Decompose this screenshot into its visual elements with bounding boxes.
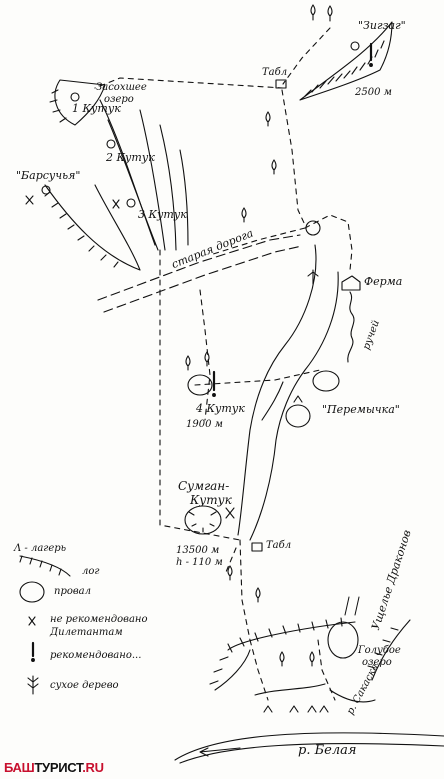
legend-not-recommended-1: не рекомендовано	[50, 614, 148, 625]
label-sumgan-1: Сумган-	[178, 479, 230, 493]
brand-logo[interactable]: БАШТУРИСТ.RU	[4, 760, 104, 775]
camp-icons-basin	[263, 705, 329, 713]
trails	[94, 27, 353, 701]
label-belaya: р. Белая	[298, 743, 357, 758]
brand-part3: .RU	[82, 760, 104, 775]
proval-icon-sumgan	[184, 505, 222, 535]
brand-part2: ТУРИСТ	[34, 760, 83, 775]
label-dry-lake-1: Засохшее	[96, 82, 147, 93]
tree-icons-top	[310, 4, 333, 22]
kutuk2-icon	[106, 139, 116, 149]
zigzag-gully	[299, 21, 393, 101]
label-kutuk1: 1 Кутук	[72, 102, 121, 115]
legend-recommended: рекомендовано...	[50, 650, 142, 661]
kutuk4-area	[185, 351, 216, 397]
zigzag-cave-icon	[350, 41, 360, 51]
sumgan-area	[184, 505, 235, 535]
proval-icon-peremychka-2	[285, 404, 311, 428]
label-tabl-bottom: Табл	[266, 540, 292, 551]
label-dry-lake-2: озеро	[104, 94, 134, 105]
legend-x-icon	[28, 616, 36, 626]
old-road	[97, 234, 303, 313]
legend-proval-icon	[19, 581, 45, 603]
label-peremychka: "Перемычка"	[322, 403, 400, 416]
not-recommended-mark-kutuk3	[112, 199, 120, 209]
tree-icons-bottom	[227, 111, 277, 603]
footer: БАШТУРИСТ.RU	[0, 753, 444, 779]
label-depth-zigzag: 2500 м	[355, 87, 392, 98]
kutuk1-icon	[70, 92, 80, 102]
label-ferma: Ферма	[364, 275, 403, 288]
label-depth-sumgan-2: h - 110 м	[176, 557, 223, 568]
main-valley	[237, 244, 339, 541]
camp-icon-peremychka	[293, 395, 303, 403]
barsuchya-gully	[25, 184, 141, 271]
proval-icon-top	[305, 220, 321, 236]
not-recommended-mark-barsuchya	[25, 195, 34, 205]
proval-icon-peremychka-1	[312, 370, 340, 392]
kutuk3-icon	[126, 198, 136, 208]
dry-tree-icon-valley	[307, 269, 319, 285]
label-depth-sumgan-1: 13500 м	[176, 545, 220, 556]
peremychka-area	[285, 370, 340, 428]
label-depth-kutuk4: 1900 м	[186, 419, 223, 430]
legend-not-recommended-2: Дилетантам	[50, 627, 123, 638]
lower-basin	[209, 596, 411, 713]
legend-dry-tree-icon	[27, 675, 39, 695]
label-blue-lake-2: озеро	[362, 657, 392, 668]
proval-icon-kutuk4	[187, 374, 213, 396]
blue-lake-icon	[327, 621, 359, 659]
tabl-sign-bottom	[251, 542, 263, 552]
label-kutuk4: 4 Кутук	[196, 402, 245, 415]
barsuchya-icon	[41, 185, 51, 195]
label-tabl-top: Табл	[262, 67, 288, 78]
brand-part1: БАШ	[4, 760, 35, 775]
legend-proval: провал	[54, 586, 92, 597]
label-zigzag: "Зигзаг"	[358, 19, 406, 32]
label-kutuk3: 3 Кутук	[138, 208, 187, 221]
not-recommended-mark-sumgan	[225, 507, 235, 519]
legend-symbols	[19, 555, 71, 695]
ferma-and-stream	[305, 220, 361, 363]
kutuk-gullies	[49, 79, 189, 251]
label-blue-lake-1: Голубое	[358, 645, 401, 656]
legend-dry-tree: сухое дерево	[50, 680, 119, 691]
ferma-house-icon	[341, 275, 361, 291]
legend-log: лог	[82, 566, 100, 577]
legend-camp: Λ - лагерь	[14, 543, 67, 554]
label-sumgan-2: Кутук	[190, 493, 232, 507]
label-kutuk2: 2 Кутук	[106, 151, 155, 164]
river-belaya	[174, 732, 444, 764]
label-barsuchya: "Барсучья"	[16, 169, 81, 182]
